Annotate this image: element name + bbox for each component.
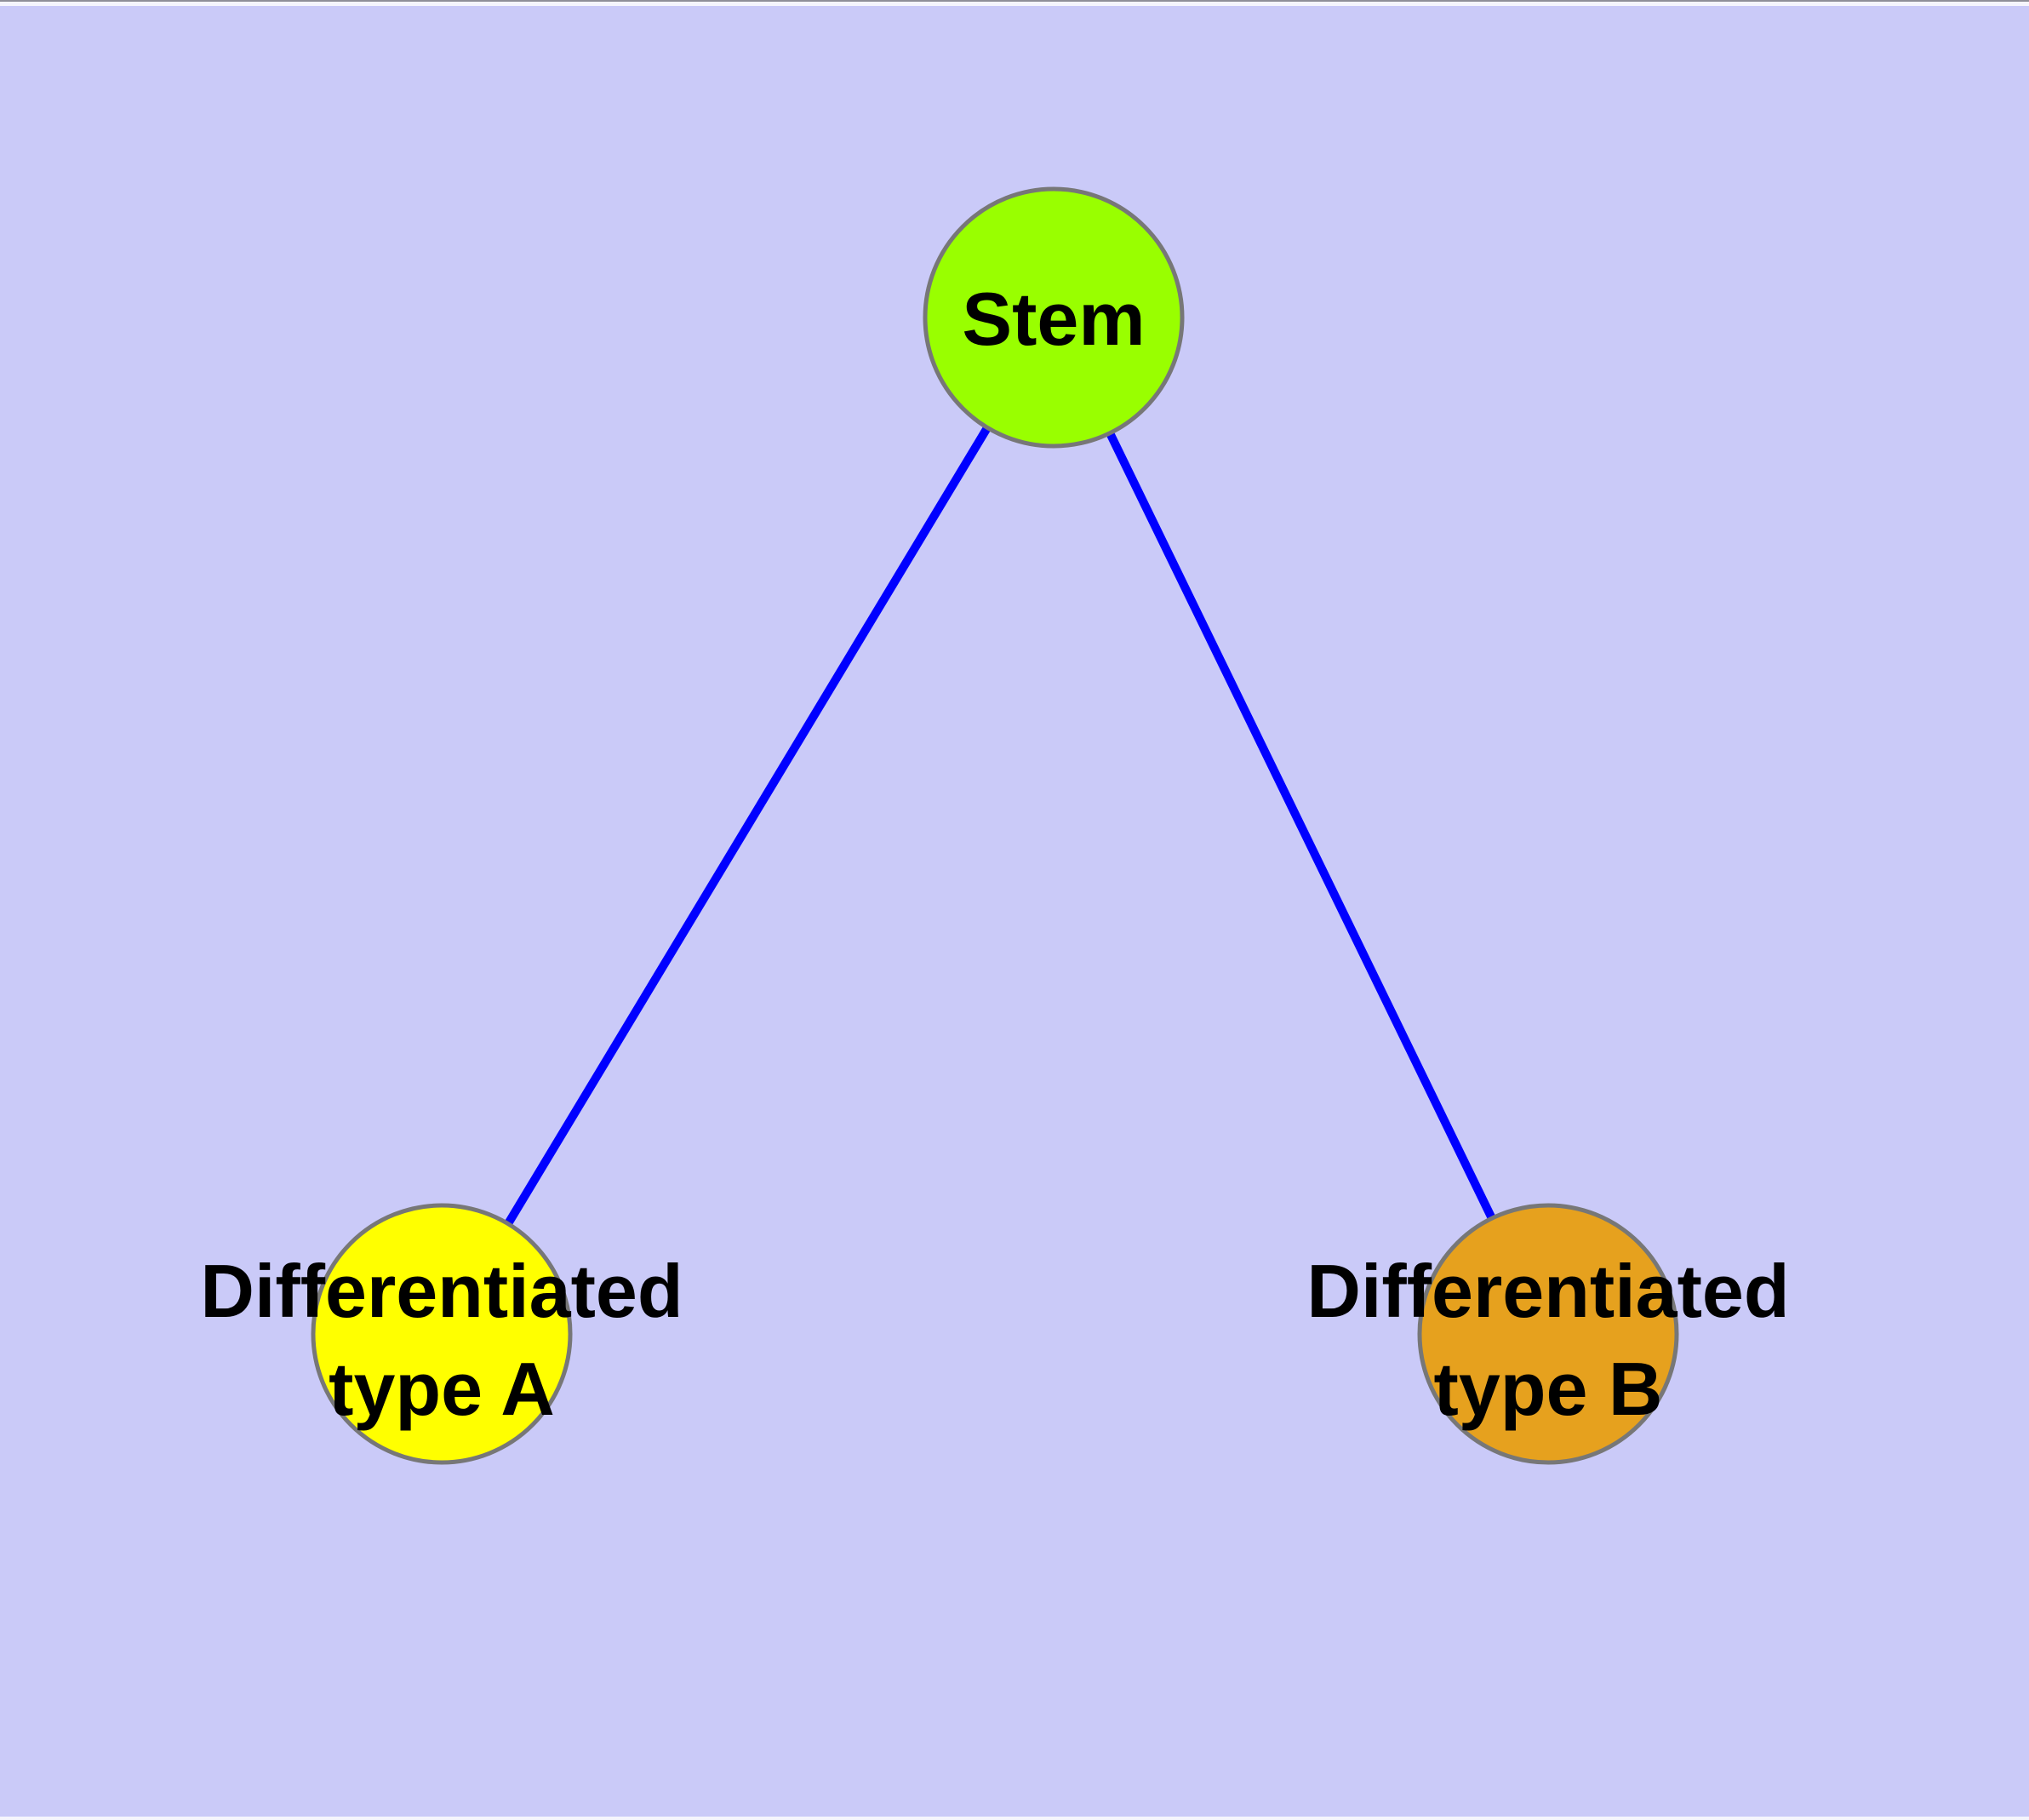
node-label-type-b-line2: type B — [1434, 1347, 1663, 1431]
node-group — [311, 186, 1679, 1465]
node-stem[interactable] — [923, 186, 1185, 449]
top-edge-strip — [0, 2, 2029, 6]
label-group: Stem Differentiated type A Differentiate… — [200, 277, 1789, 1431]
edge-stem-to-type-b — [1049, 313, 1552, 1338]
node-differentiated-type-a[interactable] — [311, 1203, 573, 1465]
node-label-type-a-line2: type A — [329, 1347, 555, 1431]
edge-group — [437, 313, 1552, 1338]
top-edge-hairline — [0, 0, 2029, 2]
node-label-type-a-line1: Differentiated — [200, 1249, 683, 1333]
node-label-type-b-line1: Differentiated — [1306, 1249, 1789, 1333]
bottom-edge-strip — [0, 1817, 2029, 1820]
node-label-stem: Stem — [962, 277, 1145, 361]
node-differentiated-type-b[interactable] — [1417, 1203, 1679, 1465]
edge-stem-to-type-a — [437, 313, 1058, 1338]
